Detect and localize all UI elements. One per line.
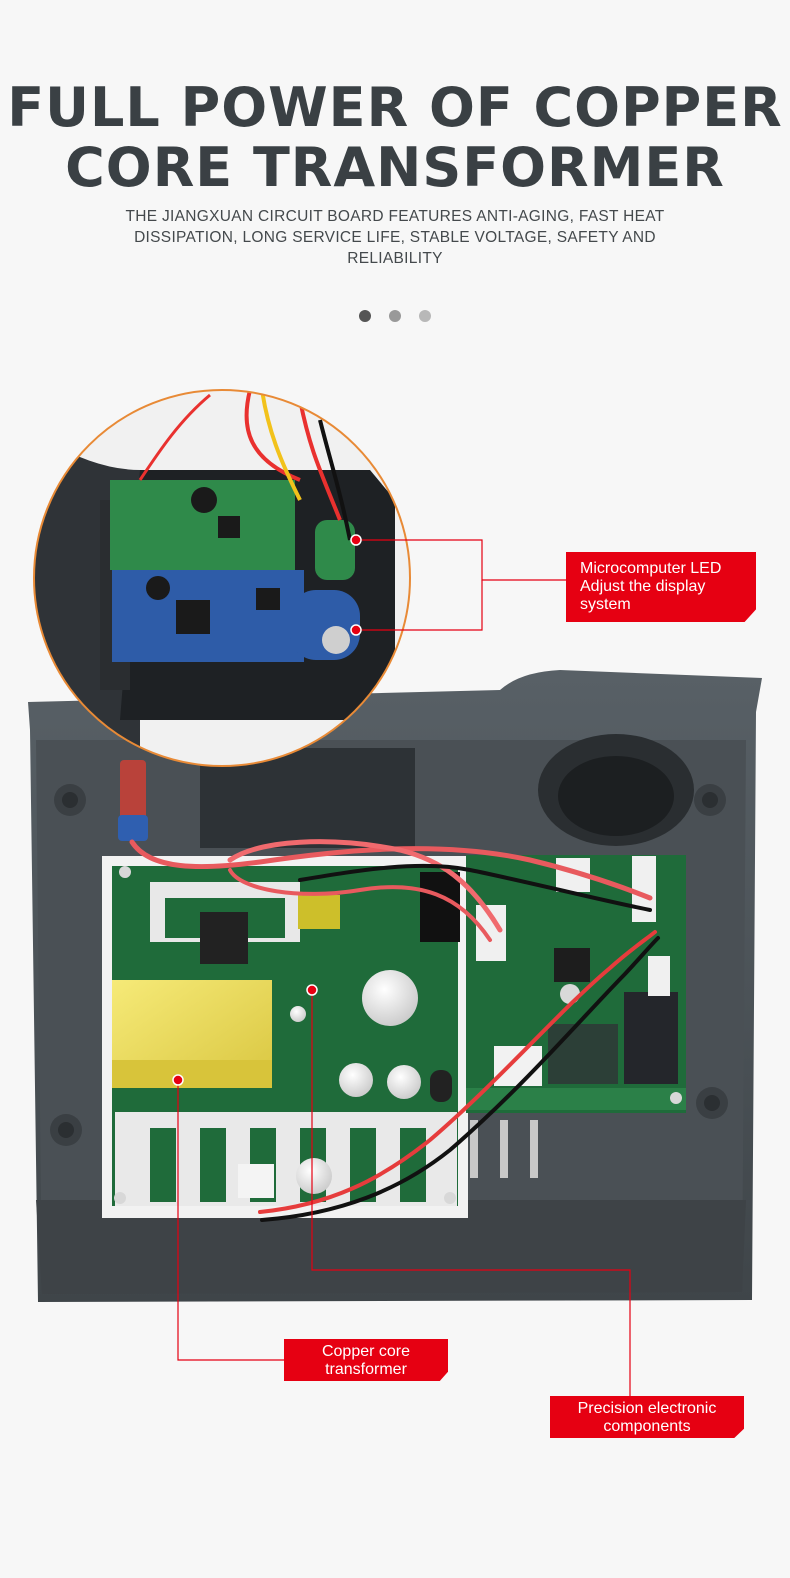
copper-core-transformer — [112, 980, 272, 1088]
product-photo — [28, 389, 762, 1396]
power-switch — [118, 760, 148, 841]
callout-led-line-3: system — [580, 596, 631, 613]
callout-transformer-line-1: Copper core — [321, 1343, 411, 1360]
headline: FULL POWER OF COPPER CORE TRANSFORMER — [0, 78, 790, 198]
subheadline: THE JIANGXUAN CIRCUIT BOARD FEATURES ANT… — [125, 208, 665, 267]
carousel-dot-1[interactable] — [359, 310, 371, 322]
callout-precision-components: Precision electronic components — [550, 1396, 744, 1438]
main-pcb — [102, 856, 468, 1218]
callout-microcomputer-led: Microcomputer LED Adjust the display sys… — [566, 552, 756, 622]
inset-magnified-view — [33, 389, 411, 767]
callout-precision-line-2: components — [603, 1418, 691, 1435]
headline-line-2: CORE TRANSFORMER — [65, 136, 725, 199]
carousel-indicator — [0, 310, 790, 322]
callout-transformer-line-2: transformer — [325, 1361, 407, 1378]
callout-precision-line-1: Precision electronic — [577, 1400, 717, 1417]
callout-copper-core-transformer: Copper core transformer — [284, 1339, 448, 1381]
headline-line-1: FULL POWER OF COPPER — [7, 76, 783, 139]
callout-led-line-1: Microcomputer LED — [580, 560, 722, 577]
carousel-dot-3[interactable] — [419, 310, 431, 322]
carousel-dot-2[interactable] — [389, 310, 401, 322]
leader-dot-icon — [172, 534, 362, 1086]
wires — [129, 839, 660, 1222]
leader-lines — [177, 539, 631, 1396]
callout-led-line-2: Adjust the display — [580, 578, 706, 595]
